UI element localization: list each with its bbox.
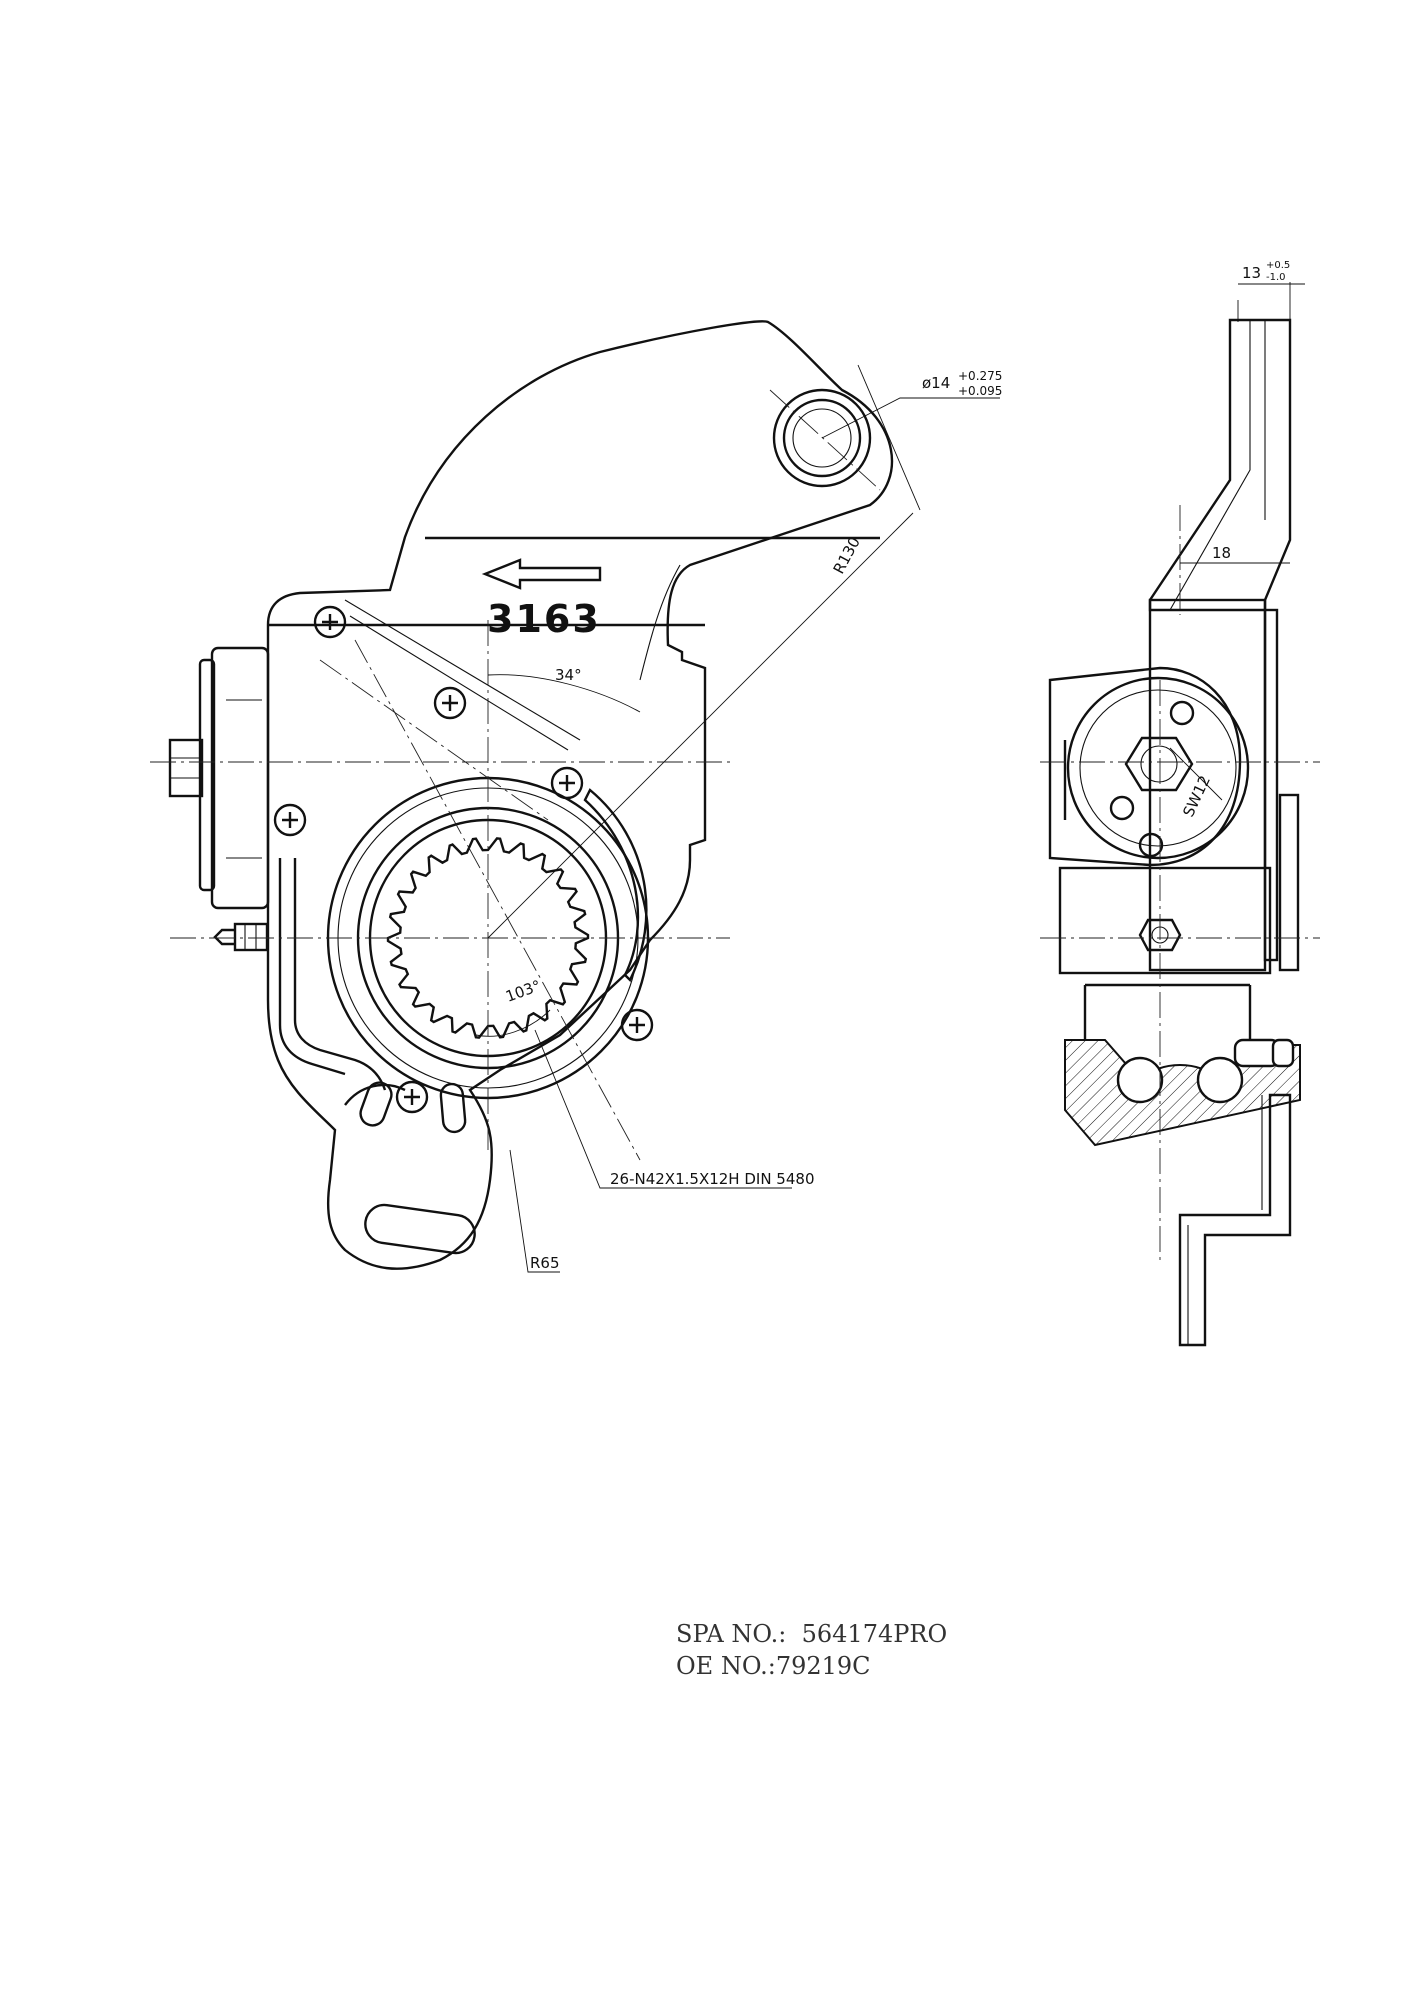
- dim-r130: R130: [830, 534, 864, 577]
- oe-value: 79219C: [775, 1652, 871, 1680]
- screw-icon: [433, 686, 467, 720]
- part-mark: 3163: [487, 597, 601, 641]
- front-view: 3163: [150, 320, 1002, 1273]
- hex-head-icon: [1124, 736, 1194, 792]
- screw-icon: [273, 803, 307, 837]
- dim-sw12: SW12: [1179, 773, 1214, 820]
- screw-icon: [395, 1080, 429, 1114]
- spa-label: SPA NO.:: [676, 1620, 787, 1648]
- lever-side: [1148, 318, 1292, 612]
- dim-angle-103: 103°: [503, 976, 543, 1005]
- bore-outer: [772, 388, 872, 488]
- dim-angle-34: 34°: [555, 666, 582, 684]
- worm-face: [1066, 676, 1250, 860]
- dim-bore: ø14: [922, 374, 950, 392]
- mounting-slot: [364, 1203, 476, 1255]
- slack-adjuster-arm: [266, 320, 894, 1270]
- spa-number-row: SPA NO.: 564174PRO: [676, 1618, 947, 1650]
- oe-number-row: OE NO.:79219C: [676, 1650, 947, 1682]
- grease-nipple-icon: [213, 922, 269, 952]
- svg-text:+0.095: +0.095: [958, 384, 1002, 398]
- hub-left: [210, 646, 270, 910]
- adjust-nut: [168, 738, 204, 798]
- svg-text:-1.0: -1.0: [1266, 272, 1286, 283]
- bore-inner: [782, 398, 862, 478]
- screw-icon: [620, 1008, 654, 1042]
- dim-spline-spec: 26-N42X1.5X12H DIN 5480: [610, 1170, 815, 1188]
- bracket-side: [1178, 1093, 1292, 1347]
- direction-arrow-icon: [481, 558, 602, 590]
- dim-width-13: 13: [1242, 264, 1261, 282]
- dim-r65: R65: [530, 1254, 560, 1272]
- dim-offset-18: 18: [1212, 544, 1231, 562]
- side-view: SW12 13 +0.5 -1.0 18: [1040, 260, 1320, 1347]
- parts-info: SPA NO.: 564174PRO OE NO.:79219C: [676, 1618, 947, 1682]
- oe-label: OE NO.:: [676, 1652, 776, 1680]
- svg-text:+0.5: +0.5: [1266, 260, 1290, 271]
- spa-value: 564174PRO: [801, 1620, 948, 1648]
- screw-icon: [313, 605, 347, 639]
- svg-text:+0.275: +0.275: [958, 369, 1002, 383]
